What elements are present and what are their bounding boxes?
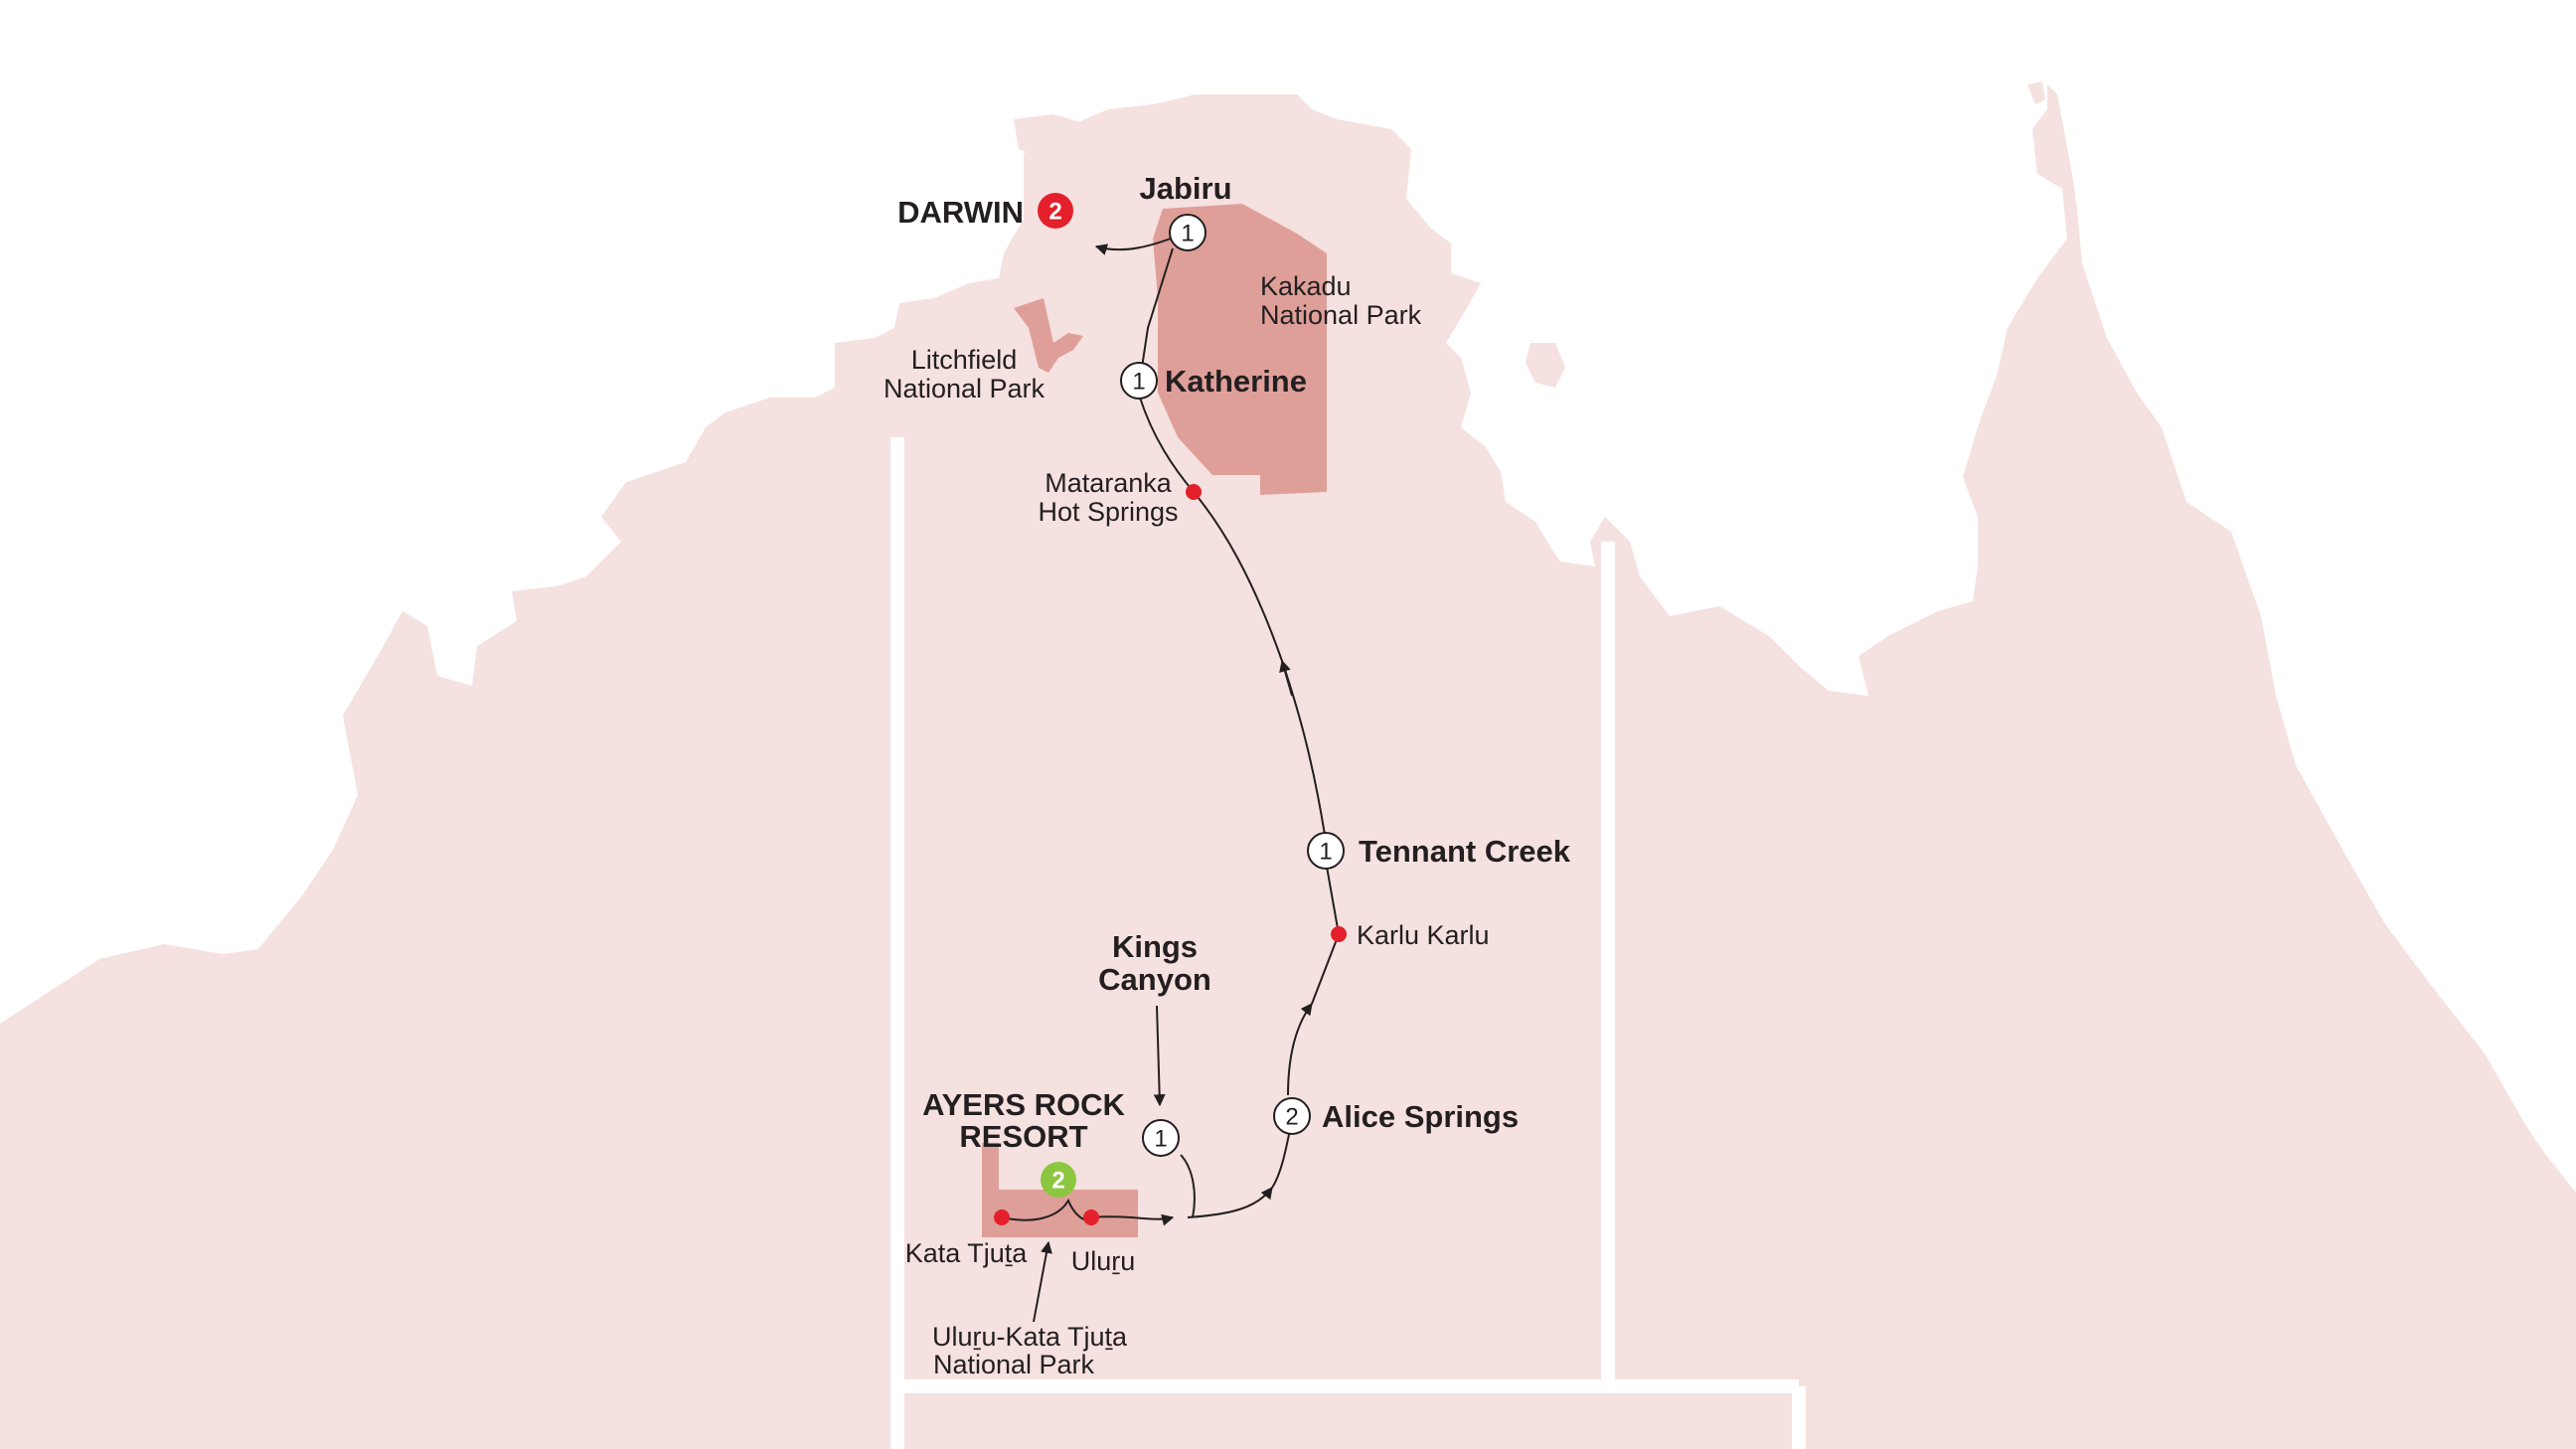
route-leg-mataranka-katherine: [1139, 397, 1195, 493]
ayers-rock-badge: [1041, 1162, 1076, 1198]
darwin-nights: 2: [1048, 199, 1061, 226]
kata-tjuta-label: Kata Tjuṯa: [905, 1238, 1029, 1268]
kings-canyon-label-line2: Canyon: [1098, 962, 1211, 997]
pointer-kings-canyon: [1153, 1005, 1166, 1107]
mataranka-label-line2: Hot Springs: [1038, 497, 1178, 527]
kakadu-label-line2: National Park: [1260, 300, 1422, 330]
island-melville: [1133, 94, 1222, 149]
ayers-rock-nights: 2: [1051, 1168, 1064, 1195]
route-leg-alice-karlu-2: [1311, 933, 1340, 1005]
darwin-badge: [1038, 193, 1073, 229]
mataranka-label-line1: Mataranka: [1045, 468, 1173, 498]
tennant-creek-label: Tennant Creek: [1359, 834, 1571, 869]
stop-kings-canyon[interactable]: 1 Kings Canyon: [1098, 929, 1211, 1157]
stop-jabiru[interactable]: 1 Jabiru: [1139, 171, 1232, 251]
kings-canyon-label-line1: Kings: [1112, 929, 1198, 964]
uluru-kata-tjuta-label-line1: Uluṟu-Kata Tjuṯa: [932, 1322, 1128, 1352]
ayers-rock-label-line2: RESORT: [959, 1119, 1087, 1154]
island-cape-tip: [2027, 81, 2045, 104]
stop-tennant-creek[interactable]: 1 Tennant Creek: [1307, 832, 1571, 870]
kata-tjuta-dot: [994, 1209, 1010, 1225]
mataranka-dot: [1186, 484, 1202, 500]
stop-ayers-rock-resort[interactable]: 2 AYERS ROCK RESORT: [922, 1087, 1126, 1198]
karlu-karlu-dot: [1331, 926, 1347, 942]
tennant-creek-badge: [1307, 832, 1345, 870]
uluru-kata-tjuta-label-line2: National Park: [933, 1350, 1095, 1379]
island-groote: [1526, 343, 1565, 388]
route-leg-uluru-resort: [1090, 1213, 1175, 1226]
pointer-national-park: [1033, 1240, 1052, 1323]
kings-canyon-badge: [1142, 1119, 1180, 1157]
jabiru-nights: 1: [1181, 221, 1194, 247]
litchfield-label-line2: National Park: [884, 374, 1046, 403]
stop-alice-springs[interactable]: 2 Alice Springs: [1273, 1097, 1519, 1135]
katherine-badge: [1120, 362, 1158, 400]
karlu-karlu-label: Karlu Karlu: [1357, 920, 1490, 950]
kings-canyon-nights: 1: [1154, 1126, 1167, 1153]
jabiru-badge: [1169, 214, 1207, 251]
uluru-label: Uluṟu: [1071, 1246, 1136, 1276]
land-mass: [0, 84, 2576, 1449]
litchfield-label-line1: Litchfield: [911, 345, 1018, 375]
kakadu-label-line1: Kakadu: [1260, 271, 1352, 301]
island-north-west: [1014, 114, 1123, 174]
route-leg-alice-karlu: [1287, 1003, 1313, 1096]
route-leg-mataranka-arc: [1193, 491, 1283, 662]
route-arrow-north: [1279, 659, 1293, 697]
stop-darwin[interactable]: 2 DARWIN: [897, 193, 1073, 230]
alice-springs-badge: [1273, 1097, 1311, 1135]
tennant-creek-nights: 1: [1319, 839, 1332, 866]
uluru-dot: [1083, 1209, 1099, 1225]
katherine-label: Katherine: [1165, 364, 1307, 399]
katherine-nights: 1: [1132, 369, 1145, 396]
stop-katherine[interactable]: 1 Katherine: [1120, 362, 1307, 400]
darwin-label: DARWIN: [897, 195, 1024, 230]
route-leg-karlu-tennant: [1326, 866, 1340, 935]
litchfield-national-park-area: [1014, 298, 1083, 373]
ayers-rock-label-line1: AYERS ROCK: [922, 1087, 1125, 1122]
alice-springs-label: Alice Springs: [1322, 1099, 1519, 1134]
alice-springs-nights: 2: [1285, 1104, 1298, 1131]
jabiru-label: Jabiru: [1139, 171, 1231, 206]
route-leg-resort-alice: [1187, 1187, 1273, 1218]
route-leg-kings-canyon: [1180, 1154, 1196, 1218]
kakadu-national-park-area: [1153, 204, 1327, 495]
